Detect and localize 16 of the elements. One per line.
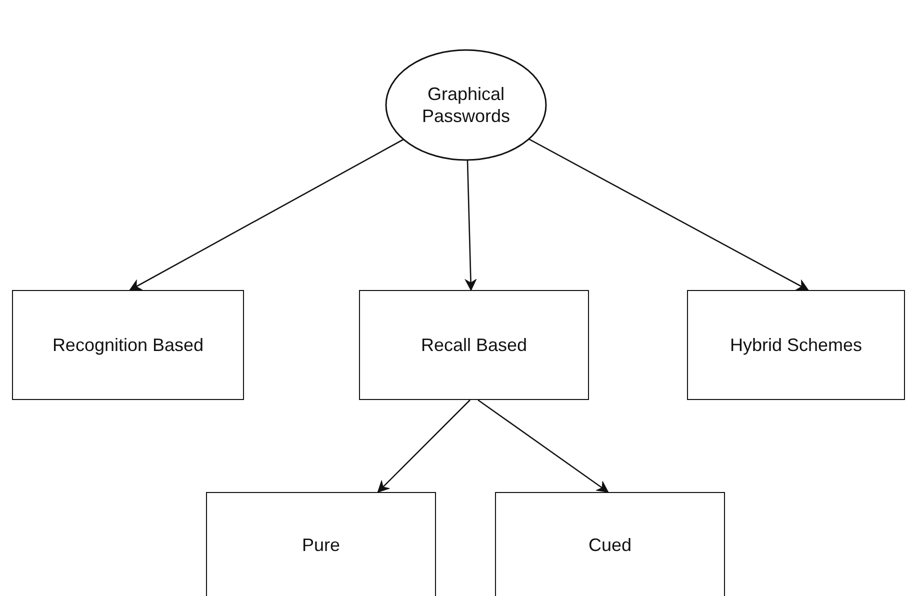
- arrow: [130, 138, 404, 291]
- node-label: Recognition Based: [52, 334, 204, 356]
- node-label: Hybrid Schemes: [730, 334, 862, 356]
- category-box: [495, 492, 725, 596]
- arrow: [528, 138, 808, 291]
- node-label: Recall Based: [420, 334, 528, 356]
- arrow: [478, 399, 608, 493]
- node-label: Graphical Passwords: [420, 82, 512, 128]
- category-box: [359, 290, 589, 400]
- category-box: [687, 290, 905, 400]
- category-box: [12, 290, 244, 400]
- arrow: [465, 160, 476, 290]
- category-box: [206, 492, 436, 596]
- node-label: Cued: [588, 534, 632, 556]
- arrow: [378, 400, 470, 492]
- node-label: Pure: [302, 534, 340, 556]
